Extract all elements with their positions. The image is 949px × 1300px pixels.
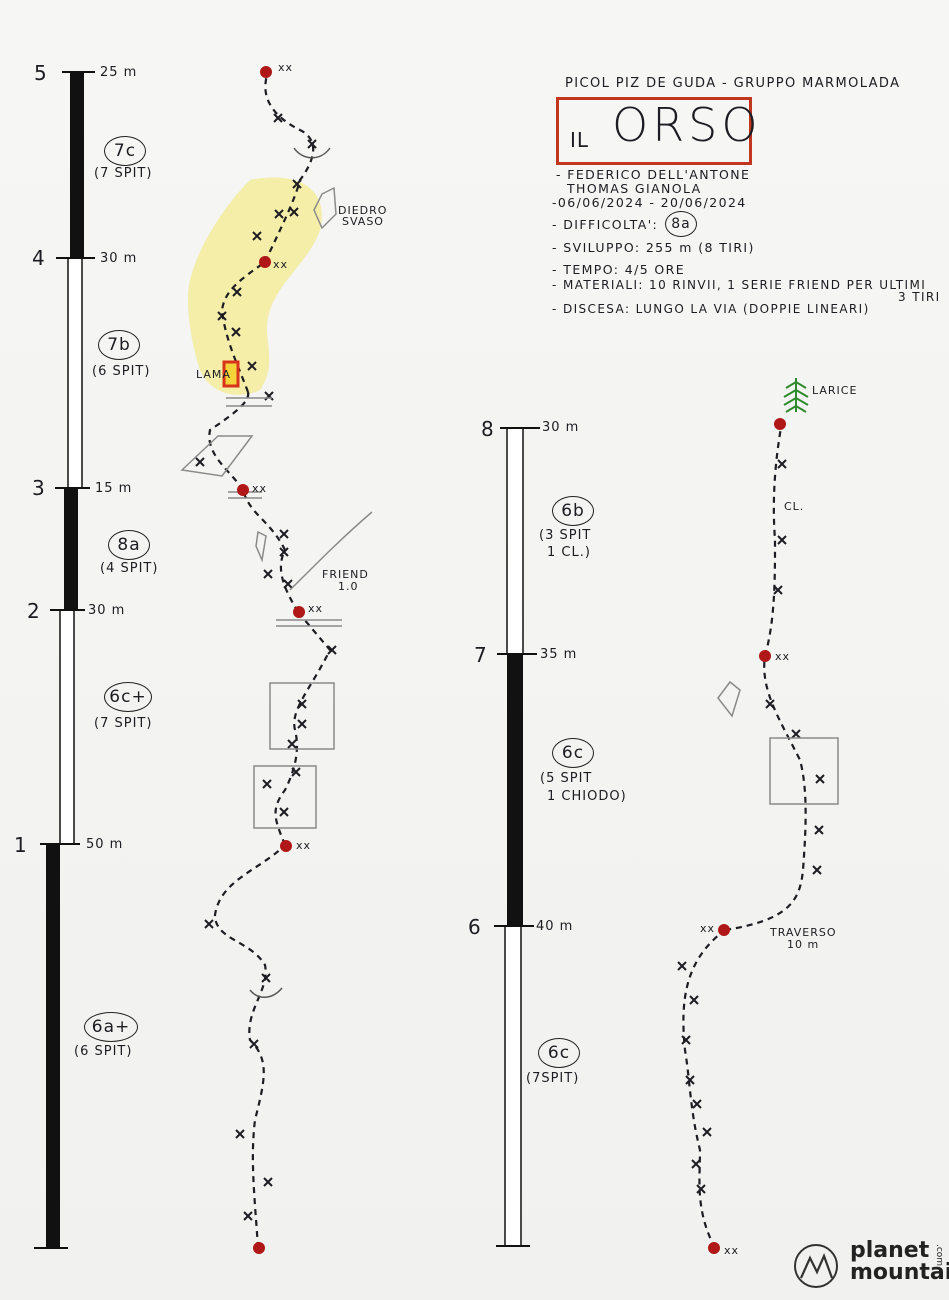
protection-7b: (6 SPIT): [92, 364, 151, 379]
belay-number-7: 7: [474, 643, 488, 667]
protection-6c-pitch6: (7SPIT): [526, 1071, 580, 1086]
cl-label: CL.: [784, 500, 805, 513]
materials-text-1: - MATERIALI: 10 RINVII, 1 SERIE FRIEND P…: [552, 278, 927, 292]
belay-number-8: 8: [481, 417, 495, 441]
belay-xx: xx: [278, 61, 294, 74]
belay-station: [293, 606, 305, 618]
belay-station: [774, 418, 786, 430]
difficulty-label: - DIFFICOLTA':: [552, 217, 659, 232]
traverso-label-1: TRAVERSO: [770, 926, 837, 939]
right-route-line: [682, 421, 807, 1249]
title-prefix: IL: [570, 128, 590, 152]
logo-text-mountain: mountain: [850, 1260, 949, 1285]
belay-number-3: 3: [32, 476, 46, 500]
protection-6b-2: 1 CL.): [547, 545, 591, 560]
protection-7c: (7 SPIT): [94, 166, 153, 181]
belay-xx: xx: [700, 922, 716, 935]
diedro-label-1: DIEDRO: [338, 204, 388, 217]
length-35m: 35 m: [540, 647, 578, 662]
diedro-label-2: SVASO: [342, 215, 384, 228]
belay-station: [759, 650, 771, 662]
dates-text: -06/06/2024 - 20/06/2024: [552, 195, 747, 210]
location-text: PICOL PIZ DE GUDA - GRUPPO MARMOLADA: [565, 76, 901, 91]
length-30m-b: 30 m: [88, 603, 126, 618]
belay-number-1: 1: [14, 833, 28, 857]
grade-6c-plus: 6c+: [104, 682, 152, 712]
traverso-label-2: 10 m: [787, 938, 820, 951]
grade-6a-plus: 6a+: [84, 1012, 138, 1042]
lama-label: LAMA: [196, 368, 231, 381]
difficulty-value: 8a: [665, 211, 697, 237]
length-30m-r: 30 m: [542, 420, 580, 435]
belay-number-5: 5: [34, 61, 48, 85]
length-50m: 50 m: [86, 837, 124, 852]
belay-station: [259, 256, 271, 268]
right-length-bar: [494, 427, 540, 1247]
belay-xx: xx: [308, 602, 324, 615]
belay-station: [718, 924, 730, 936]
belay-station: [237, 484, 249, 496]
route-title: ORSO: [612, 98, 762, 152]
length-25m: 25 m: [100, 65, 138, 80]
belay-xx: xx: [724, 1244, 740, 1257]
friend-label-2: 1.0: [338, 580, 359, 593]
larice-tree-icon: [783, 378, 809, 413]
larice-label: LARICE: [812, 384, 858, 397]
materials-text-2: 3 TIRI: [898, 290, 941, 304]
belay-station: [280, 840, 292, 852]
grade-8a: 8a: [108, 530, 150, 560]
author-2: THOMAS GIANOLA: [567, 181, 702, 196]
development-text: - SVILUPPO: 255 m (8 TIRI): [552, 240, 755, 255]
belay-station: [708, 1242, 720, 1254]
length-40m: 40 m: [536, 919, 574, 934]
logo-text-planet: planet: [850, 1238, 930, 1263]
grade-6c-pitch7: 6c: [552, 738, 594, 768]
descent-text: - DISCESA: LUNGO LA VIA (DOPPIE LINEARI): [552, 302, 870, 316]
protection-6c-1: (5 SPIT: [540, 771, 593, 786]
belay-stations: [237, 66, 786, 1254]
diedro-symbol: [313, 186, 337, 230]
grade-7c: 7c: [104, 136, 146, 166]
lama-feature: [222, 360, 240, 388]
grade-6b: 6b: [552, 496, 594, 526]
belay-number-2: 2: [27, 599, 41, 623]
left-length-bar: [34, 71, 95, 1249]
planetmountain-logo: planet mountain .com: [792, 1238, 949, 1290]
title-box: [556, 97, 752, 165]
belay-number-6: 6: [468, 915, 482, 939]
time-text: - TEMPO: 4/5 ORE: [552, 262, 686, 277]
protection-8a: (4 SPIT): [100, 561, 159, 576]
belay-xx: xx: [252, 482, 268, 495]
author-1: - FEDERICO DELL'ANTONE: [556, 167, 751, 182]
yellow-highlight-zone: [188, 177, 322, 395]
protection-6c-2: 1 CHIODO): [547, 789, 627, 804]
grade-6c-pitch6: 6c: [538, 1038, 580, 1068]
protection-6a-plus: (6 SPIT): [74, 1044, 133, 1059]
rock-features: [180, 147, 839, 998]
belay-xx: xx: [775, 650, 791, 663]
belay-number-4: 4: [32, 246, 46, 270]
length-30m: 30 m: [100, 251, 138, 266]
length-15m: 15 m: [95, 481, 133, 496]
logo-text-com: .com: [934, 1243, 945, 1267]
protection-6b-1: (3 SPIT: [539, 528, 592, 543]
logo-mountain-icon: [794, 1244, 838, 1288]
belay-station: [253, 1242, 265, 1254]
belay-xx: xx: [273, 258, 289, 271]
grade-7b: 7b: [98, 330, 140, 360]
friend-label-1: FRIEND: [322, 568, 369, 581]
belay-xx: xx: [296, 839, 312, 852]
protection-6c-plus: (7 SPIT): [94, 716, 153, 731]
belay-station: [260, 66, 272, 78]
